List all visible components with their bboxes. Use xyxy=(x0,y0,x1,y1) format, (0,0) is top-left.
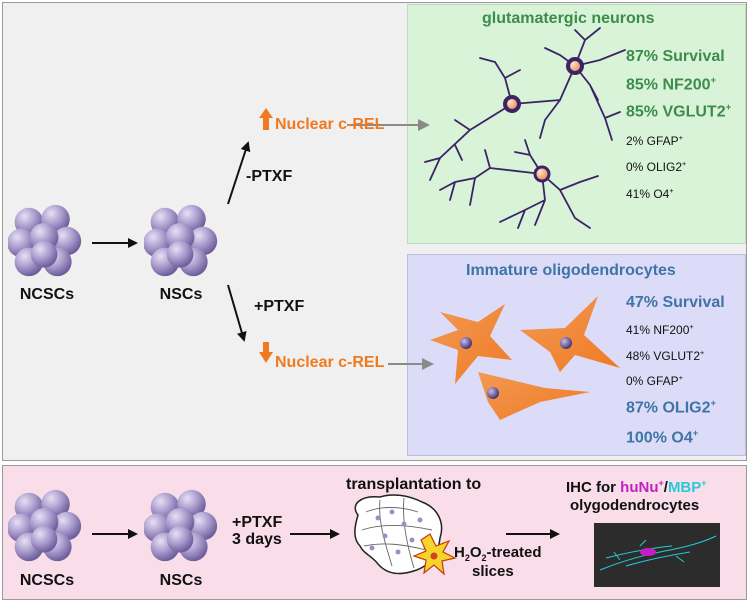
ihc-label: IHC for huNu+/MBP+ xyxy=(566,478,707,496)
minus-ptxf-label: -PTXF xyxy=(246,168,293,185)
oligodendrocyte-cell xyxy=(520,296,620,372)
neurons-vglut2: 85% VGLUT2+ xyxy=(626,102,732,121)
ncscs-label: NCSCs xyxy=(19,286,75,303)
oligos-survival: 47% Survival xyxy=(626,294,725,311)
nscs-sphere-cluster-bottom xyxy=(144,489,218,562)
hunu-nucleus xyxy=(640,548,656,556)
slices-label: slices xyxy=(472,563,514,580)
neuron-soma xyxy=(503,95,521,113)
oligos-gfap: 0% GFAP+ xyxy=(626,373,683,388)
ncscs-sphere-cluster-bottom xyxy=(8,489,82,562)
neurons-survival: 87% Survival xyxy=(626,48,725,65)
oligodendrocyte-nucleus xyxy=(560,337,572,349)
arrow-minus-ptxf xyxy=(227,141,251,205)
star-core xyxy=(430,552,438,560)
neurons-olig2: 0% OLIG2+ xyxy=(626,159,687,174)
oligodendrocyte-nucleus xyxy=(487,387,499,399)
olygodendrocytes-label: olygodendrocytes xyxy=(570,497,700,514)
oligos-title: Immature oligodendrocytes xyxy=(466,262,676,279)
oligos-vglut2: 48% VGLUT2+ xyxy=(626,348,705,363)
neuron-soma xyxy=(566,57,584,75)
neurons-gfap: 2% GFAP+ xyxy=(626,133,683,148)
neuron-drawing xyxy=(424,27,626,229)
neurons-title: glutamatergic neurons xyxy=(482,10,655,27)
nuclear-crel-up-label: Nuclear c-REL xyxy=(275,116,385,133)
neurons-panel xyxy=(407,4,746,244)
ptxf-3days-label: +PTXF 3 days xyxy=(232,514,283,548)
arrow-plus-ptxf xyxy=(227,284,247,342)
down-arrow-icon xyxy=(259,342,273,363)
ncscs-label-bottom: NCSCs xyxy=(19,572,75,589)
nscs-label-bottom: NSCs xyxy=(159,572,203,589)
oligos-nf200: 41% NF200+ xyxy=(626,322,694,337)
neuron-soma xyxy=(533,165,551,183)
nscs-sphere-cluster xyxy=(144,204,218,277)
oligodendrocyte-nucleus xyxy=(460,337,472,349)
h2o2-treated-label: H2O2-treated xyxy=(454,544,542,563)
nscs-label: NSCs xyxy=(159,286,203,303)
neurons-o4: 41% O4+ xyxy=(626,186,674,201)
oligos-olig2: 87% OLIG2+ xyxy=(626,398,717,417)
ihc-micrograph xyxy=(594,523,720,587)
mbp-fibers xyxy=(599,535,717,571)
nuclear-crel-down-label: Nuclear c-REL xyxy=(275,354,385,371)
plus-ptxf-label: +PTXF xyxy=(254,298,305,315)
up-arrow-icon xyxy=(259,108,273,130)
neurons-nf200: 85% NF200+ xyxy=(626,75,717,94)
transplantation-label: transplantation to xyxy=(346,476,482,493)
oligos-o4: 100% O4+ xyxy=(626,428,699,447)
oligodendrocyte-cell xyxy=(478,372,590,420)
ncscs-sphere-cluster xyxy=(8,204,82,277)
